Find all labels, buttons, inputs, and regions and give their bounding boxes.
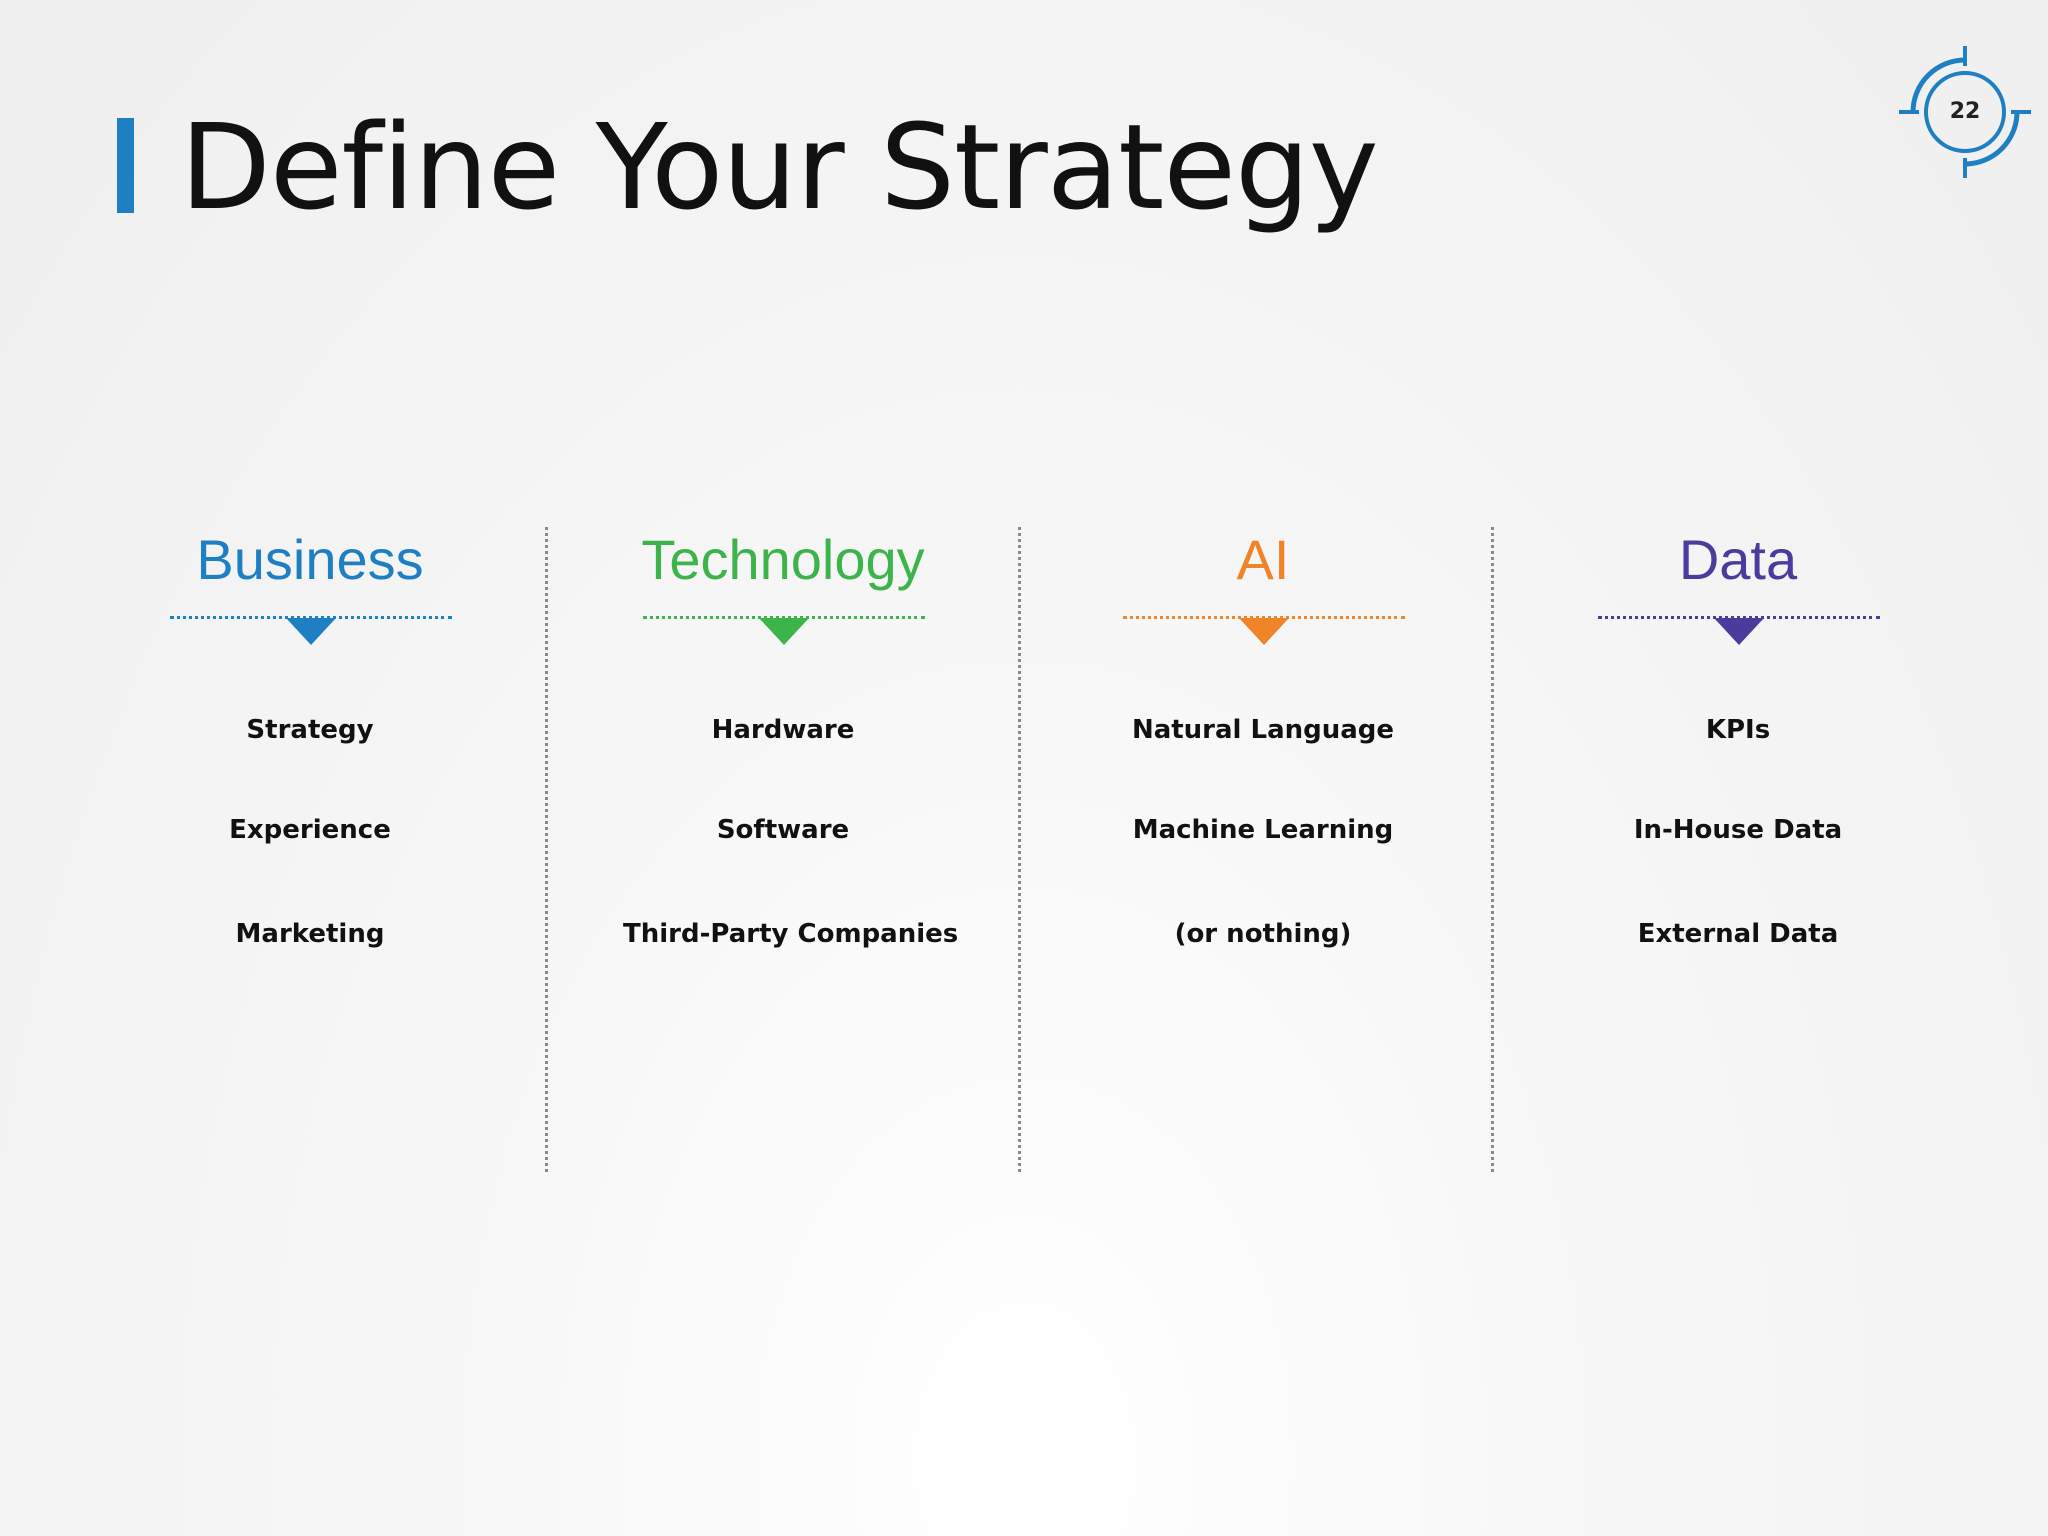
column-technology: Technology Hardware Software Third-Party… xyxy=(623,520,959,980)
target-icon xyxy=(1899,46,2031,178)
list-item: Hardware xyxy=(711,715,855,745)
column-heading: Technology xyxy=(641,528,925,591)
list-item: Software xyxy=(716,815,850,845)
list-item: In-House Data xyxy=(1633,815,1843,845)
slide-title: Define Your Strategy xyxy=(180,98,1379,236)
list-item: Marketing xyxy=(235,919,385,949)
down-triangle-icon xyxy=(759,618,809,645)
column-heading: AI xyxy=(1236,528,1290,591)
list-item: Experience xyxy=(229,815,391,845)
column-heading: Data xyxy=(1678,528,1798,591)
list-item: (or nothing) xyxy=(1174,919,1352,949)
down-triangle-icon xyxy=(1239,618,1289,645)
column-business: Business Strategy Experience Marketing xyxy=(150,520,470,980)
list-item: Strategy xyxy=(246,715,374,745)
column-divider xyxy=(1491,527,1494,1172)
column-divider xyxy=(545,527,548,1172)
list-item: External Data xyxy=(1637,919,1839,949)
list-item: Natural Language xyxy=(1131,715,1395,745)
down-triangle-icon xyxy=(286,618,336,645)
list-item: KPIs xyxy=(1705,715,1771,745)
list-item: Third-Party Companies xyxy=(623,919,959,949)
column-ai: AI Natural Language Machine Learning (or… xyxy=(1103,520,1423,980)
list-item: Machine Learning xyxy=(1132,815,1394,845)
title-accent-bar xyxy=(117,118,134,213)
column-underline xyxy=(1598,616,1880,619)
column-data: Data KPIs In-House Data External Data xyxy=(1578,520,1898,980)
column-divider xyxy=(1018,527,1021,1172)
column-underline xyxy=(1123,616,1405,619)
down-triangle-icon xyxy=(1714,618,1764,645)
column-heading: Business xyxy=(196,528,424,591)
page-number: 22 xyxy=(1949,99,1981,124)
column-underline xyxy=(643,616,925,619)
column-underline xyxy=(170,616,452,619)
